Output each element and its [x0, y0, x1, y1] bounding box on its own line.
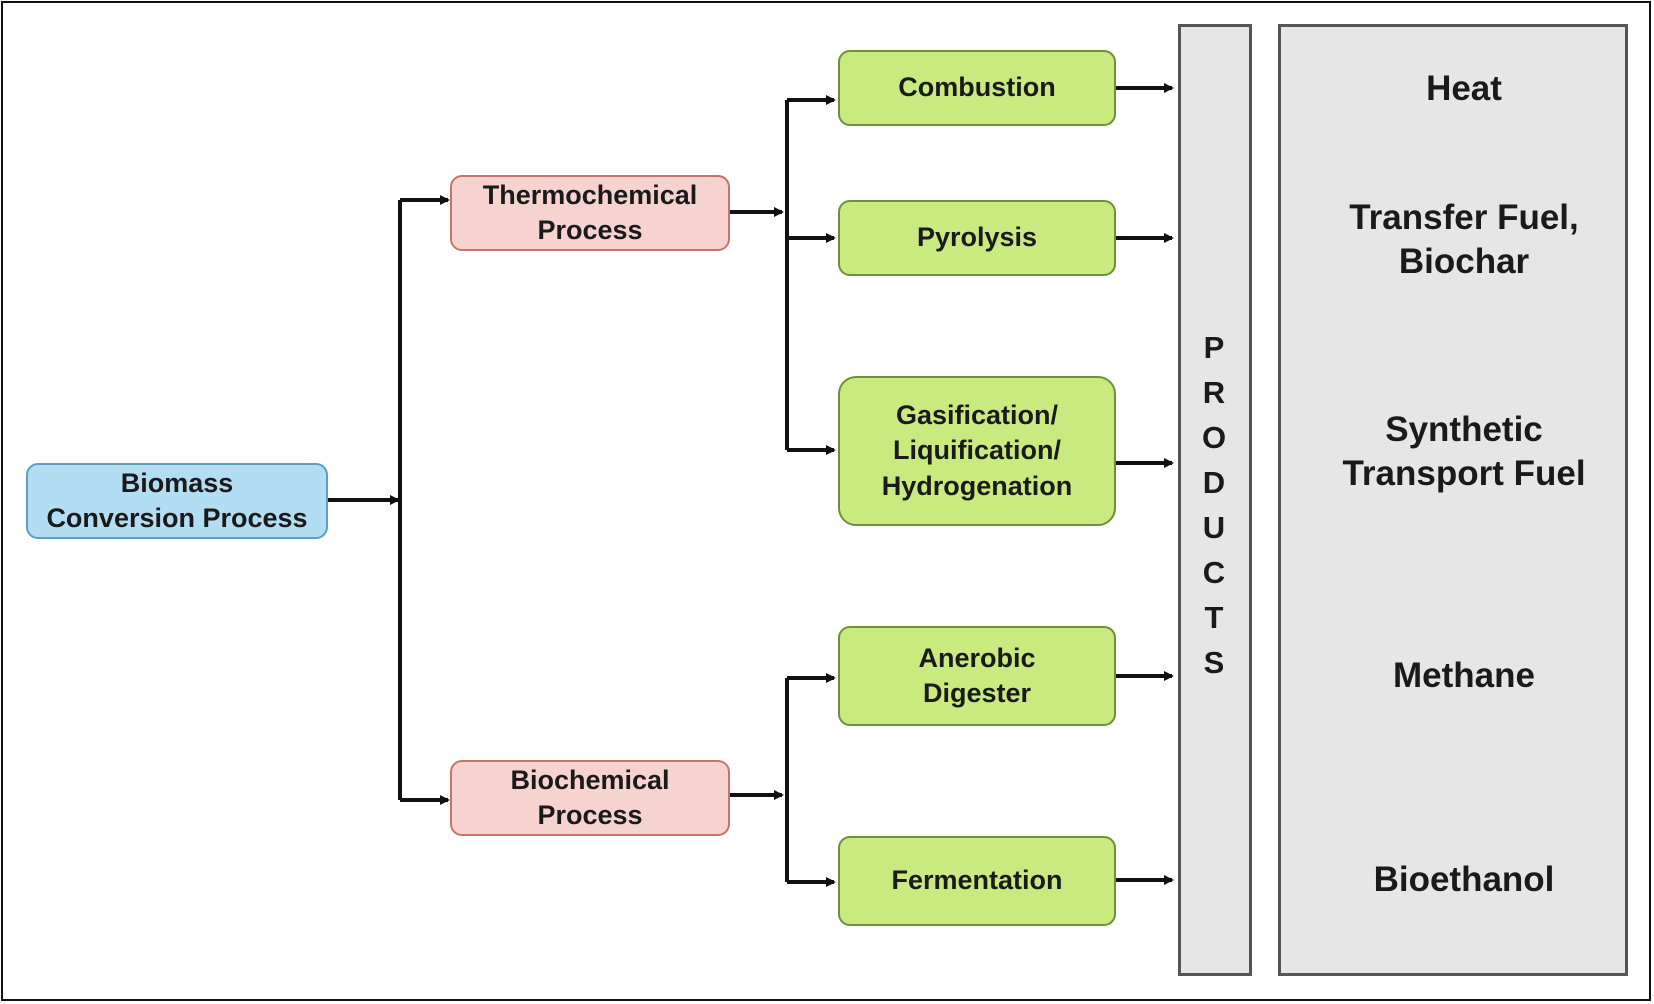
- biomass-conversion-node: Biomass Conversion Process: [26, 463, 328, 539]
- product-synthetic-transport-fuel: Synthetic Transport Fuel: [1342, 410, 1586, 493]
- products-letter: U: [1202, 510, 1226, 545]
- products-letter: C: [1202, 555, 1226, 590]
- products-letter: S: [1203, 645, 1225, 680]
- product-transfer-fuel-biochar: Transfer Fuel, Biochar: [1349, 198, 1579, 281]
- products-letter: R: [1202, 375, 1226, 410]
- products-vertical-label: P R O D U C T S: [1178, 325, 1250, 685]
- products-letter: P: [1203, 330, 1225, 365]
- products-label-panel: [1178, 24, 1252, 976]
- product-heat: Heat: [1426, 69, 1502, 108]
- combustion-node: Combustion: [838, 50, 1116, 126]
- thermochemical-process-node: Thermochemical Process: [450, 175, 730, 251]
- anerobic-digester-node: Anerobic Digester: [838, 626, 1116, 726]
- pyrolysis-node: Pyrolysis: [838, 200, 1116, 276]
- product-bioethanol: Bioethanol: [1373, 860, 1555, 899]
- biochemical-process-node: Biochemical Process: [450, 760, 730, 836]
- fermentation-node: Fermentation: [838, 836, 1116, 926]
- products-letter: O: [1201, 420, 1227, 455]
- gasification-node: Gasification/ Liquification/ Hydrogenati…: [838, 376, 1116, 526]
- products-list-panel: [1278, 24, 1628, 976]
- products-letter: T: [1204, 600, 1224, 635]
- product-methane: Methane: [1393, 656, 1535, 695]
- products-letter: D: [1202, 465, 1226, 500]
